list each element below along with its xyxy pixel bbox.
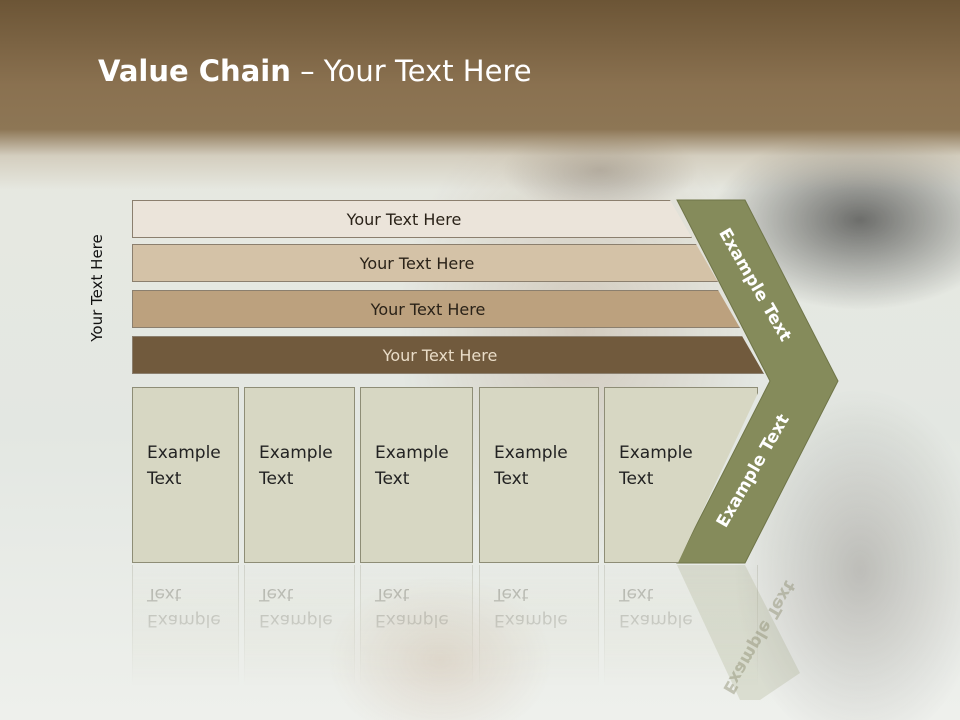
slide-title: Value Chain – Your Text Here — [98, 54, 532, 88]
value-bar-3-label: Your Text Here — [370, 299, 486, 319]
reflection-2-line1: Example — [259, 610, 333, 630]
activity-box-2: Example Text — [244, 387, 355, 563]
value-bar-1: Your Text Here — [132, 200, 692, 238]
activity-box-5-line1: Example — [619, 443, 693, 463]
activity-box-2-line2: Text — [259, 469, 294, 489]
activity-box-4-reflection: Example Text — [479, 565, 599, 685]
activity-box-1-line2: Text — [147, 469, 182, 489]
activity-box-3-line1: Example — [375, 443, 449, 463]
activity-box-4-line1: Example — [494, 443, 568, 463]
activity-box-3: Example Text — [360, 387, 473, 563]
activity-box-2-reflection: Example Text — [244, 565, 355, 685]
value-bar-1-label: Your Text Here — [346, 209, 462, 229]
title-rest: – Your Text Here — [290, 54, 532, 88]
value-bar-2-label: Your Text Here — [359, 253, 475, 273]
value-bar-4-label: Your Text Here — [382, 345, 498, 365]
activity-box-4: Example Text — [479, 387, 599, 563]
activity-box-1-line1: Example — [147, 443, 221, 463]
reflection-3-line2: Text — [375, 584, 410, 604]
activity-box-1: Example Text — [132, 387, 239, 563]
value-bar-2: Your Text Here — [132, 244, 718, 282]
activity-box-2-line1: Example — [259, 443, 333, 463]
activity-box-3-line2: Text — [375, 469, 410, 489]
activity-box-5-line2: Text — [619, 469, 654, 489]
activity-box-3-reflection: Example Text — [360, 565, 473, 685]
value-bar-3: Your Text Here — [132, 290, 740, 328]
reflection-4-line1: Example — [494, 610, 568, 630]
reflection-1-line1: Example — [147, 610, 221, 630]
activity-box-4-line2: Text — [494, 469, 529, 489]
reflection-1-line2: Text — [147, 584, 182, 604]
reflection-3-line1: Example — [375, 610, 449, 630]
reflection-5-line2: Text — [619, 584, 654, 604]
title-bold: Value Chain — [98, 54, 291, 88]
reflection-2-line2: Text — [259, 584, 294, 604]
activity-box-1-reflection: Example Text — [132, 565, 239, 685]
value-bar-4: Your Text Here — [132, 336, 764, 374]
reflection-4-line2: Text — [494, 584, 529, 604]
reflection-5-line1: Example — [619, 610, 693, 630]
header-band — [0, 0, 960, 190]
